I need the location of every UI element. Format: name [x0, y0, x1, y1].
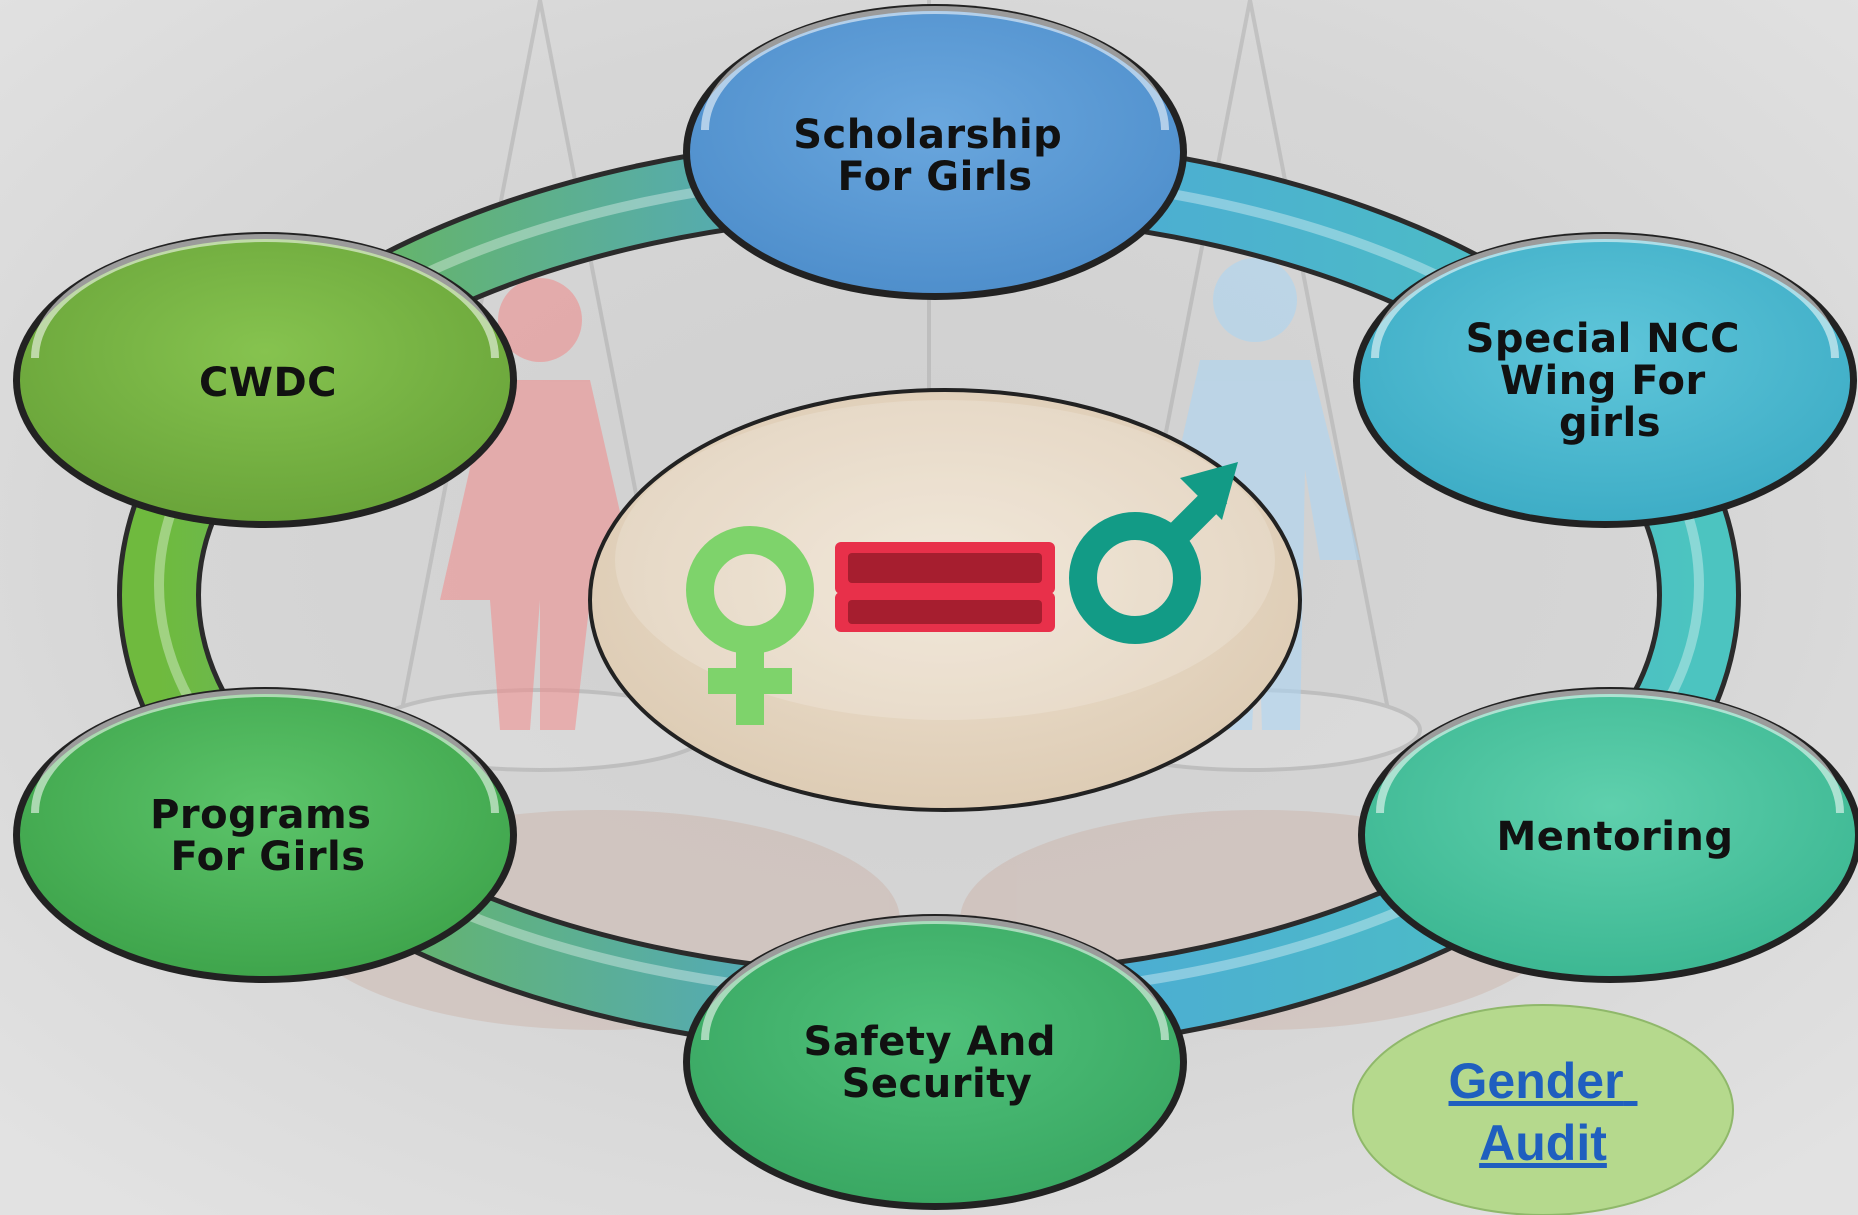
- gender-audit-link[interactable]: Gender Audit: [1352, 1004, 1734, 1215]
- programs-label: Programs For Girls: [150, 792, 386, 880]
- gender-audit-line-1[interactable]: Gender: [1449, 1053, 1624, 1109]
- programs-line-1: Programs: [150, 792, 371, 838]
- cwdc-label: CWDC: [199, 360, 337, 406]
- female-symbol-icon: [686, 526, 814, 725]
- node-safety-and-security: Safety And Security: [683, 914, 1187, 1210]
- ncc-line-2: Wing For: [1500, 358, 1706, 404]
- gender-audit-label[interactable]: Gender Audit: [1449, 1053, 1638, 1171]
- woman-figure-icon: [440, 278, 640, 730]
- scholarship-line-1: Scholarship: [793, 112, 1062, 158]
- node-mentoring: Mentoring: [1358, 687, 1858, 983]
- safety-label: Safety And Security: [804, 1019, 1071, 1107]
- node-programs-for-girls: Programs For Girls: [13, 687, 517, 983]
- safety-line-1: Safety And: [804, 1019, 1057, 1065]
- scholarship-line-2: For Girls: [837, 154, 1032, 200]
- equals-icon: [835, 542, 1055, 632]
- male-symbol-icon: [1069, 462, 1238, 644]
- ncc-label: Special NCC Wing For girls: [1466, 316, 1755, 446]
- mentoring-label: Mentoring: [1496, 814, 1733, 860]
- safety-line-2: Security: [842, 1061, 1033, 1107]
- gender-audit-line-2[interactable]: Audit: [1479, 1115, 1607, 1171]
- node-special-ncc-wing: Special NCC Wing For girls: [1353, 232, 1857, 528]
- center-equality-disc: [588, 388, 1302, 812]
- ncc-line-3: girls: [1559, 400, 1661, 446]
- ncc-line-1: Special NCC: [1466, 316, 1740, 362]
- programs-line-2: For Girls: [170, 834, 365, 880]
- scholarship-label: Scholarship For Girls: [793, 112, 1076, 200]
- node-scholarship-for-girls: Scholarship For Girls: [683, 4, 1187, 300]
- node-cwdc: CWDC: [13, 232, 517, 528]
